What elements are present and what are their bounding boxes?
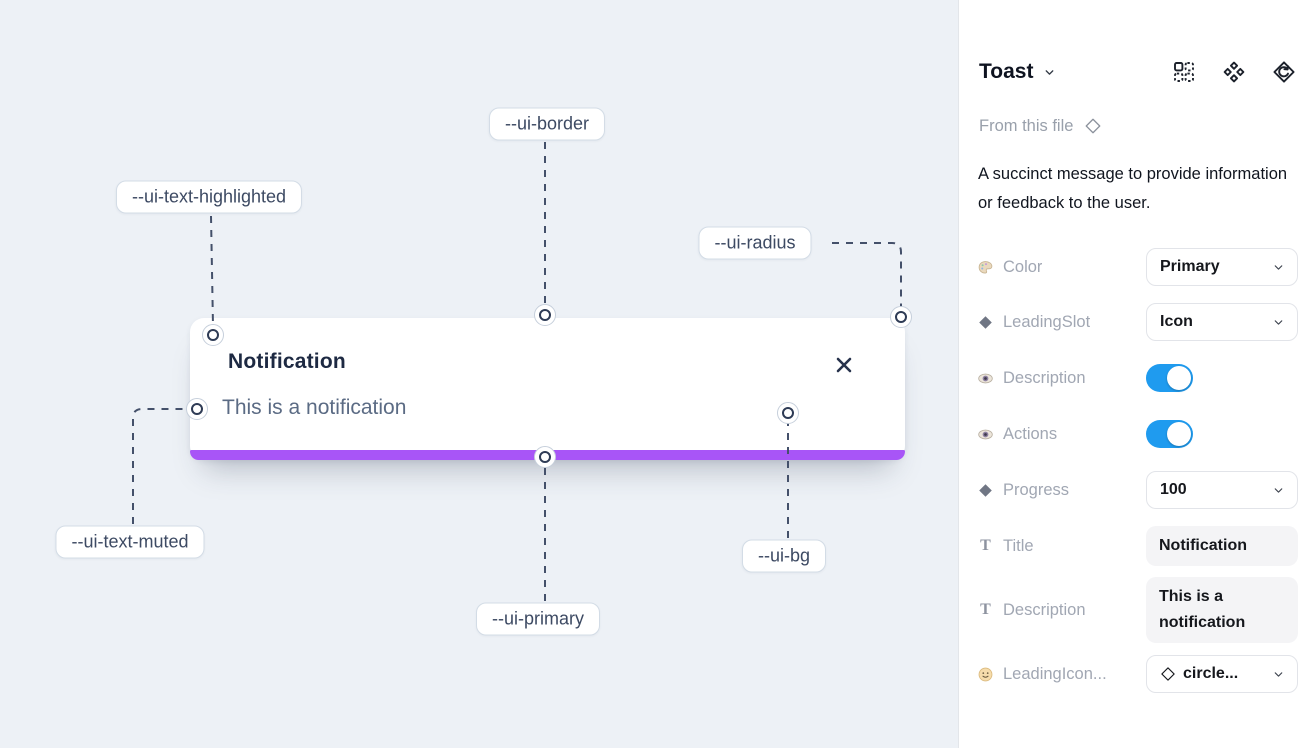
component-name: Toast (979, 60, 1034, 83)
chevron-down-icon (1274, 671, 1283, 677)
toggle-knob (1167, 366, 1191, 390)
text-type-icon: T (980, 601, 991, 618)
description-field[interactable]: This is a notification (1146, 577, 1298, 643)
property-row-leading-slot: LeadingSlot Icon (977, 303, 1298, 341)
component-diamond-icon (1086, 118, 1101, 134)
property-label-leading-icon: LeadingIcon... (977, 665, 1146, 684)
annotation-pill-ui-bg[interactable]: --ui-bg (741, 539, 827, 573)
chevron-down-icon (1274, 319, 1283, 325)
property-label-actions-visible: Actions (977, 425, 1146, 444)
text-type-icon: T (980, 537, 991, 554)
property-label-title: T Title (977, 537, 1146, 556)
title-field[interactable]: Notification (1146, 526, 1298, 566)
diamond-icon (979, 483, 992, 497)
connector-ui-text-muted (132, 408, 187, 524)
close-icon (836, 357, 852, 373)
annotation-pill-ui-text-muted[interactable]: --ui-text-muted (55, 525, 205, 559)
anchor-dot-bg[interactable] (777, 402, 799, 424)
design-canvas[interactable]: Notification This is a notification --ui… (0, 0, 958, 748)
color-select[interactable]: Primary (1146, 248, 1298, 286)
annotation-pill-ui-primary[interactable]: --ui-primary (476, 602, 600, 636)
revert-icon[interactable] (1272, 60, 1296, 84)
anchor-dot-text-muted[interactable] (186, 398, 208, 420)
anchor-dot-primary[interactable] (534, 446, 556, 468)
toast-description: This is a notification (222, 396, 407, 419)
source-row: From this file (979, 112, 1102, 140)
component-name-dropdown[interactable]: Toast (979, 60, 1056, 84)
connector-ui-text-highlighted (210, 215, 214, 327)
property-row-leading-icon: LeadingIcon... circle... (977, 655, 1298, 693)
leading-icon-select[interactable]: circle... (1146, 655, 1298, 693)
annotation-pill-ui-radius[interactable]: --ui-radius (698, 226, 812, 260)
close-button[interactable] (833, 354, 855, 376)
property-row-color: Color Primary (977, 248, 1298, 286)
diamond-icon (979, 315, 992, 329)
chevron-down-icon (1046, 69, 1054, 75)
anchor-dot-border[interactable] (534, 304, 556, 326)
property-row-description-text: T Description This is a notification (977, 577, 1298, 643)
description-field-value: This is a notification (1159, 588, 1246, 631)
instance-diamond-icon (1161, 667, 1175, 681)
property-label-progress: Progress (977, 481, 1146, 500)
properties-panel: Toast (958, 0, 1312, 748)
progress-select[interactable]: 100 (1146, 471, 1298, 509)
property-label-description-visible: Description (977, 369, 1146, 388)
chevron-down-icon (1274, 264, 1283, 270)
smiley-icon (978, 667, 993, 681)
property-label-leading-slot: LeadingSlot (977, 313, 1146, 332)
component-description: A succinct message to provide informatio… (978, 165, 1288, 212)
property-row-description-visible: Description (977, 359, 1298, 397)
title-field-value: Notification (1159, 537, 1247, 554)
property-row-progress: Progress 100 (977, 471, 1298, 509)
property-row-actions-visible: Actions (977, 415, 1298, 453)
source-label: From this file (979, 116, 1074, 135)
connector-ui-radius (832, 242, 902, 308)
annotation-pill-ui-text-highlighted[interactable]: --ui-text-highlighted (115, 180, 303, 214)
eye-icon (978, 373, 993, 383)
anchor-dot-radius[interactable] (890, 306, 912, 328)
property-row-title: T Title Notification (977, 526, 1298, 566)
grid-dashed-icon[interactable] (1172, 60, 1196, 84)
description-toggle[interactable] (1146, 364, 1193, 392)
chevron-down-icon (1274, 487, 1283, 493)
property-label-description-text: T Description (977, 601, 1146, 620)
toast-title: Notification (228, 350, 346, 373)
leading-slot-select[interactable]: Icon (1146, 303, 1298, 341)
annotation-connectors (132, 142, 902, 601)
palette-icon (978, 260, 993, 273)
header-icon-group (1172, 60, 1296, 84)
diamonds-icon[interactable] (1222, 60, 1246, 84)
actions-toggle-wrap (1146, 420, 1298, 448)
property-label-color: Color (977, 258, 1146, 277)
actions-toggle[interactable] (1146, 420, 1193, 448)
description-toggle-wrap (1146, 364, 1298, 392)
eye-icon (978, 429, 993, 439)
annotation-pill-ui-border[interactable]: --ui-border (488, 107, 606, 141)
anchor-dot-text-highlighted[interactable] (202, 324, 224, 346)
panel-header: Toast (959, 52, 1312, 92)
toggle-knob (1167, 422, 1191, 446)
